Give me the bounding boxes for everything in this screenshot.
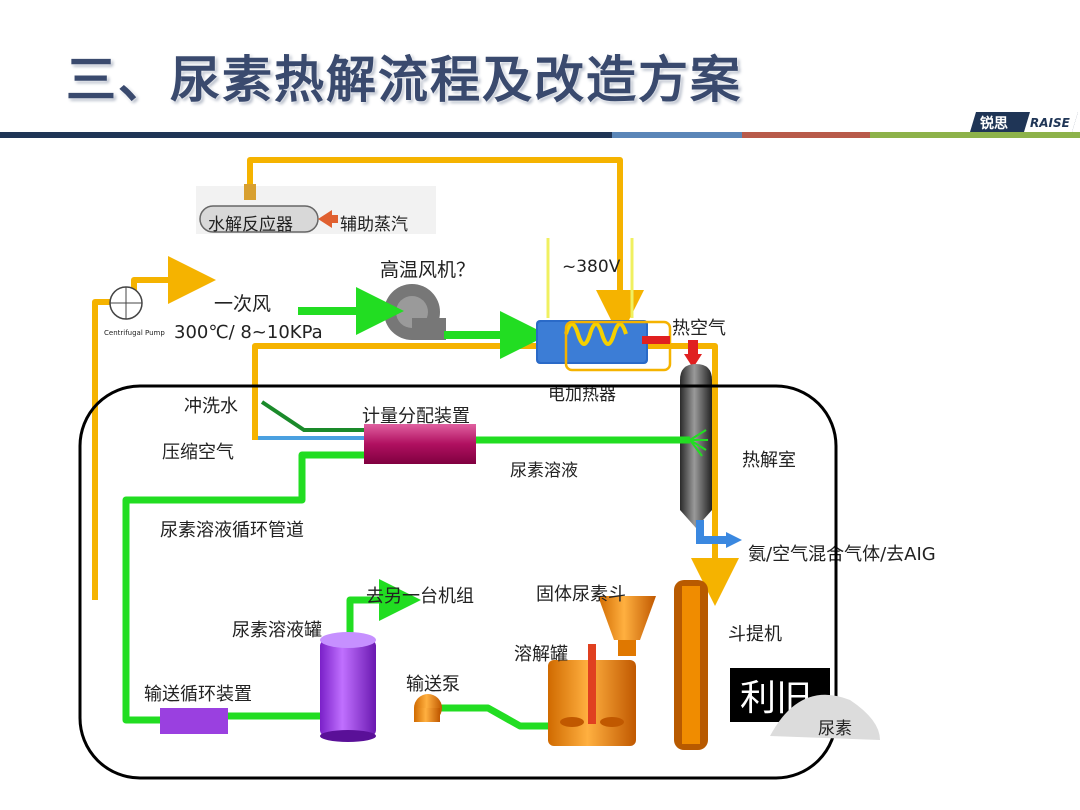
transfer-circ-label: 输送循环装置 (144, 684, 252, 705)
spray-nozzle (689, 429, 708, 457)
ammonia-air-label: 氨/空气混合气体/去AIG (748, 544, 936, 565)
page-title: 三、尿素热解流程及改造方案 (66, 51, 742, 109)
transfer-pump-label: 输送泵 (406, 674, 460, 695)
hot-air-pipe (642, 336, 670, 344)
centrifugal-pump-icon (109, 286, 143, 320)
urea-pile (770, 694, 880, 740)
header-divider (0, 132, 1080, 138)
aux-steam-arrow (318, 210, 332, 228)
urea-label: 尿素 (818, 719, 852, 739)
urea-solution-tank (320, 632, 376, 742)
hot-air-arrow (684, 354, 702, 368)
raise-logo: 锐思 RAISE (970, 112, 1078, 132)
hydrolysis-reactor-label: 水解反应器 (208, 215, 293, 235)
hot-fan-label: 高温风机？ (380, 259, 475, 281)
transfer-circulation-device (160, 708, 228, 734)
bucket-elevator (674, 580, 708, 750)
logo-cn: 锐思 (980, 115, 1008, 132)
to-other-unit-label: 去另一台机组 (366, 586, 474, 607)
primary-air-label: 一次风 (214, 293, 271, 315)
hot-air-label: 热空气 (672, 318, 726, 339)
voltage-label: ~380V (562, 257, 621, 277)
voltage-leads (546, 238, 634, 318)
dissolving-tank (548, 644, 636, 746)
urea-solution-lines (122, 436, 690, 730)
solid-urea-hopper (598, 596, 656, 656)
circulation-pipe-label: 尿素溶液循环管道 (160, 520, 304, 541)
hydrolysis-reactor: 水解反应器 (199, 205, 319, 235)
flush-water-label: 冲洗水 (184, 396, 238, 417)
urea-solution-label: 尿素溶液 (510, 461, 578, 481)
aux-steam-label: 辅助蒸汽 (340, 215, 408, 235)
metering-distribution-device (364, 424, 476, 464)
bucket-elevator-label: 斗提机 (728, 624, 782, 645)
steam-pipe-stub (244, 184, 256, 200)
ammonia-outlet-pipe (696, 520, 728, 544)
centrifugal-pump-label: Centrifugal Pump (104, 329, 165, 337)
urea-tank-label: 尿素溶液罐 (232, 620, 322, 641)
electric-heater (536, 320, 672, 372)
compressed-air-label: 压缩空气 (162, 442, 234, 463)
solid-urea-hopper-label: 固体尿素斗 (536, 584, 626, 605)
reuse-boundary (78, 384, 838, 780)
logo-en: RAISE (1030, 116, 1071, 130)
decomposition-chamber (680, 364, 712, 528)
decomposition-chamber-label: 热解室 (742, 450, 796, 471)
flush-water-line (260, 400, 364, 432)
dissolving-tank-label: 溶解罐 (514, 644, 568, 665)
transfer-pump-icon (414, 694, 442, 722)
metering-label: 计量分配装置 (362, 406, 470, 427)
electric-heater-label: 电加热器 (548, 385, 616, 405)
primary-air-params: 300℃/ 8~10KPa (174, 322, 323, 343)
green-air-lines (298, 287, 548, 359)
